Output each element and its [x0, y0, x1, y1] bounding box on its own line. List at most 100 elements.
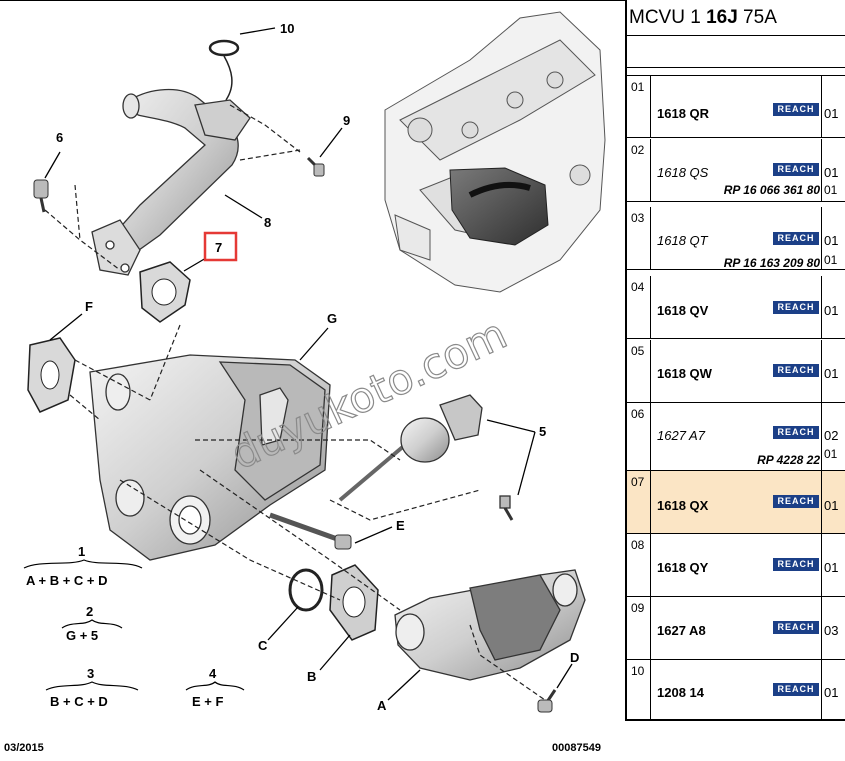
- egr-pipe-part-8: [91, 88, 251, 276]
- gasket-part-F: [27, 337, 76, 413]
- part-reference: 1618 QY: [657, 560, 709, 575]
- replacement-quantity: 01: [824, 447, 838, 461]
- part-reference: 1627 A7: [657, 428, 705, 443]
- row-index: 09: [627, 597, 651, 659]
- part-reference: 1618 QV: [657, 303, 709, 318]
- svg-text:B + C + D: B + C + D: [50, 694, 108, 709]
- svg-text:4: 4: [209, 666, 217, 681]
- part-quantity: 01: [824, 366, 839, 381]
- footer-date: 03/2015: [4, 742, 44, 754]
- svg-text:1: 1: [78, 544, 85, 559]
- row-index: 02: [627, 139, 651, 201]
- reach-badge: REACH: [773, 232, 819, 245]
- parts-row-04[interactable]: 04 1618 QV REACH 01: [627, 276, 845, 339]
- callout-E: E: [396, 518, 405, 533]
- callout-5: 5: [539, 424, 546, 439]
- replacement-reference: RP 16 066 361 80: [723, 183, 820, 197]
- gasket-part-B: [329, 564, 379, 641]
- screw-part-E: [269, 512, 352, 550]
- part-quantity: 01: [824, 560, 839, 575]
- parts-row-10[interactable]: 10 1208 14 REACH 01: [627, 660, 845, 720]
- part-quantity: 01: [824, 106, 839, 121]
- egr-valve-part-A: [394, 569, 586, 681]
- row-index: 07: [627, 471, 651, 533]
- part-quantity: 01: [824, 685, 839, 700]
- part-quantity: 02: [824, 428, 839, 443]
- replacement-quantity: 01: [824, 183, 838, 197]
- engine-block-illustration: [384, 11, 606, 293]
- panel-bottom-border: [627, 719, 845, 721]
- formula-2: 2 G + 5: [61, 604, 123, 643]
- reach-badge: REACH: [773, 495, 819, 508]
- callout-8: 8: [264, 215, 271, 230]
- part-reference: 1618 QR: [657, 106, 710, 121]
- part-reference: 1618 QX: [657, 498, 709, 513]
- part-reference: 1627 A8: [657, 623, 706, 638]
- footer-code: 00087549: [552, 742, 601, 754]
- row-index: 03: [627, 207, 651, 269]
- part-quantity: 01: [824, 498, 839, 513]
- parts-row-06[interactable]: 06 1627 A7 REACH 02 RP 4228 22 01: [627, 403, 845, 471]
- seal-part-C: [288, 568, 324, 612]
- parts-diagram: duyukoto.com 10 9 8 7 6 F G 5 E C B A D …: [0, 0, 625, 754]
- replacement-reference: RP 4228 22: [757, 453, 820, 467]
- reach-badge: REACH: [773, 426, 819, 439]
- callout-7: 7: [215, 240, 222, 255]
- reach-badge: REACH: [773, 103, 819, 116]
- formula-3: 3 B + C + D: [45, 666, 139, 709]
- callout-B: B: [307, 669, 316, 684]
- screw-part-9: [306, 156, 325, 177]
- formula-4: 4 E + F: [185, 666, 245, 709]
- replacement-reference: RP 16 163 209 80: [723, 256, 820, 270]
- parts-row-07[interactable]: 07 1618 QX REACH 01: [627, 471, 845, 534]
- svg-text:3: 3: [87, 666, 94, 681]
- screw-part-D: [537, 689, 557, 713]
- parts-row-02[interactable]: 02 1618 QS REACH 01 RP 16 066 361 80 01: [627, 139, 845, 202]
- part-quantity: 01: [824, 303, 839, 318]
- svg-text:E + F: E + F: [192, 694, 223, 709]
- callout-G: G: [327, 311, 337, 326]
- part-quantity: 01: [824, 233, 839, 248]
- reach-badge: REACH: [773, 301, 819, 314]
- panel-divider: [625, 0, 627, 721]
- callout-C: C: [258, 638, 268, 653]
- part-reference: 1208 14: [657, 685, 704, 700]
- egr-cooler-part-G: [89, 354, 331, 561]
- reach-badge: REACH: [773, 683, 819, 696]
- row-index: 05: [627, 340, 651, 402]
- replacement-quantity: 01: [824, 253, 838, 267]
- row-index: 06: [627, 403, 651, 470]
- callout-7-highlight-box[interactable]: [203, 231, 238, 262]
- parts-row-05[interactable]: 05 1618 QW REACH 01: [627, 340, 845, 403]
- svg-text:2: 2: [86, 604, 93, 619]
- diagram-canvas: duyukoto.com 10 9 8 7 6 F G 5 E C B A D …: [0, 0, 625, 754]
- parts-row-09[interactable]: 09 1627 A8 REACH 03: [627, 597, 845, 660]
- svg-text:G + 5: G + 5: [66, 628, 98, 643]
- reach-badge: REACH: [773, 163, 819, 176]
- formula-1: 1 A + B + C + D: [23, 544, 143, 588]
- parts-row-08[interactable]: 08 1618 QY REACH 01: [627, 534, 845, 597]
- gasket-part-7: [139, 261, 191, 323]
- screw-part-6: [33, 179, 49, 213]
- part-reference: 1618 QW: [657, 366, 712, 381]
- callout-10: 10: [280, 21, 294, 36]
- reach-badge: REACH: [773, 558, 819, 571]
- parts-row-03[interactable]: 03 1618 QT REACH 01 RP 16 163 209 80 01: [627, 207, 845, 270]
- row-index: 01: [627, 76, 651, 138]
- callout-leader-lines: [44, 27, 573, 701]
- parts-row-01[interactable]: 01 1618 QR REACH 01: [627, 75, 845, 138]
- row-index: 10: [627, 660, 651, 720]
- part-reference: 1618 QS: [657, 165, 709, 180]
- callout-A: A: [377, 698, 387, 713]
- title-spacer: [627, 36, 845, 68]
- assembly-guide-lines: [44, 104, 546, 701]
- part-quantity: 03: [824, 623, 839, 638]
- reach-badge: REACH: [773, 364, 819, 377]
- model-title: MCVU 1 16J 75A: [627, 0, 845, 36]
- actuator-part-5: [338, 394, 514, 521]
- callout-6: 6: [56, 130, 63, 145]
- o-ring-part-10: [208, 39, 240, 57]
- callout-9: 9: [343, 113, 350, 128]
- callout-F: F: [85, 299, 93, 314]
- row-index: 04: [627, 276, 651, 338]
